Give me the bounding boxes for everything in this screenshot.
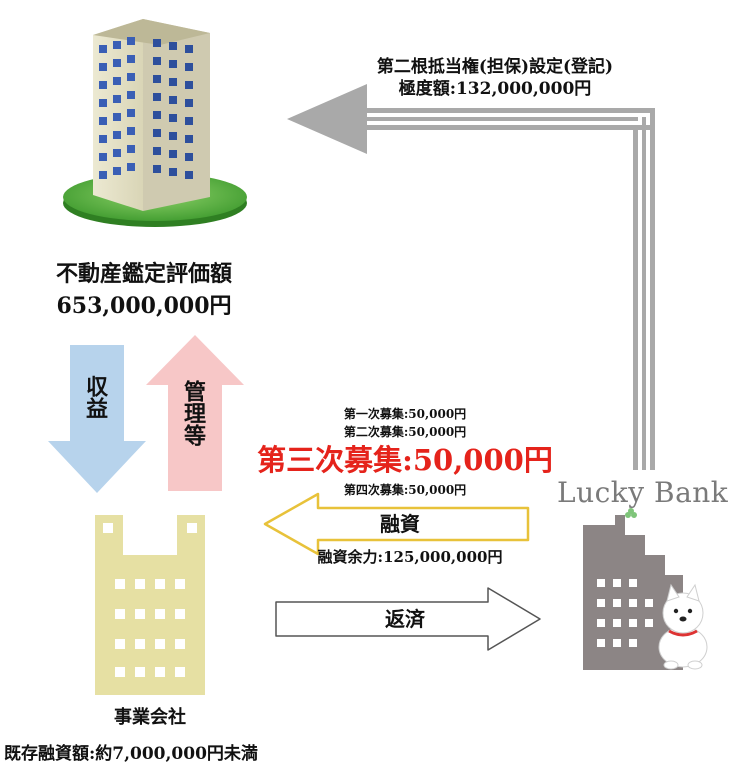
recruitment-second: 第二次募集:50,000円	[343, 425, 467, 439]
repayment-arrow	[275, 587, 541, 651]
property-valuation-value: 653,000,000円	[56, 293, 232, 319]
management-label: 管理等	[180, 380, 206, 446]
lucky-bank-logo: Lucky Bank	[557, 476, 729, 509]
company-building-icon	[95, 515, 205, 695]
lien-max-amount: 極度額:132,000,000円	[398, 79, 592, 99]
apartment-building-icon	[63, 19, 247, 227]
income-arrow	[48, 345, 146, 493]
dog-icon	[658, 583, 708, 670]
company-existing-debt: 既存融資額:約7,000,000円未満	[4, 744, 258, 764]
property-valuation-title: 不動産鑑定評価額	[55, 261, 232, 287]
recruitment-fourth: 第四次募集:50,000円	[343, 483, 467, 497]
financing-capacity: 融資余力:125,000,000円	[317, 548, 503, 566]
recruitment-third-highlight: 第三次募集:50,000円	[257, 443, 553, 477]
clover-icon	[625, 508, 637, 518]
financing-arrow	[263, 492, 530, 556]
lien-label: 第二根抵当権(担保)設定(登記) 極度額:132,000,000円	[330, 56, 660, 100]
lender-building-icon	[583, 515, 708, 670]
financing-label: 融資	[380, 512, 420, 536]
lien-setting-text: 第二根抵当権(担保)設定(登記)	[376, 57, 614, 77]
property-valuation: 不動産鑑定評価額 653,000,000円	[0, 258, 288, 322]
management-arrow	[146, 335, 244, 491]
lien-arrow	[287, 84, 655, 470]
recruitment-first: 第一次募集:50,000円	[343, 407, 467, 421]
company-title: 事業会社	[114, 707, 186, 728]
repayment-label: 返済	[385, 607, 425, 631]
recruitment-list-top: 第一次募集:50,000円 第二次募集:50,000円	[300, 405, 510, 441]
income-label: 収益	[82, 375, 108, 419]
